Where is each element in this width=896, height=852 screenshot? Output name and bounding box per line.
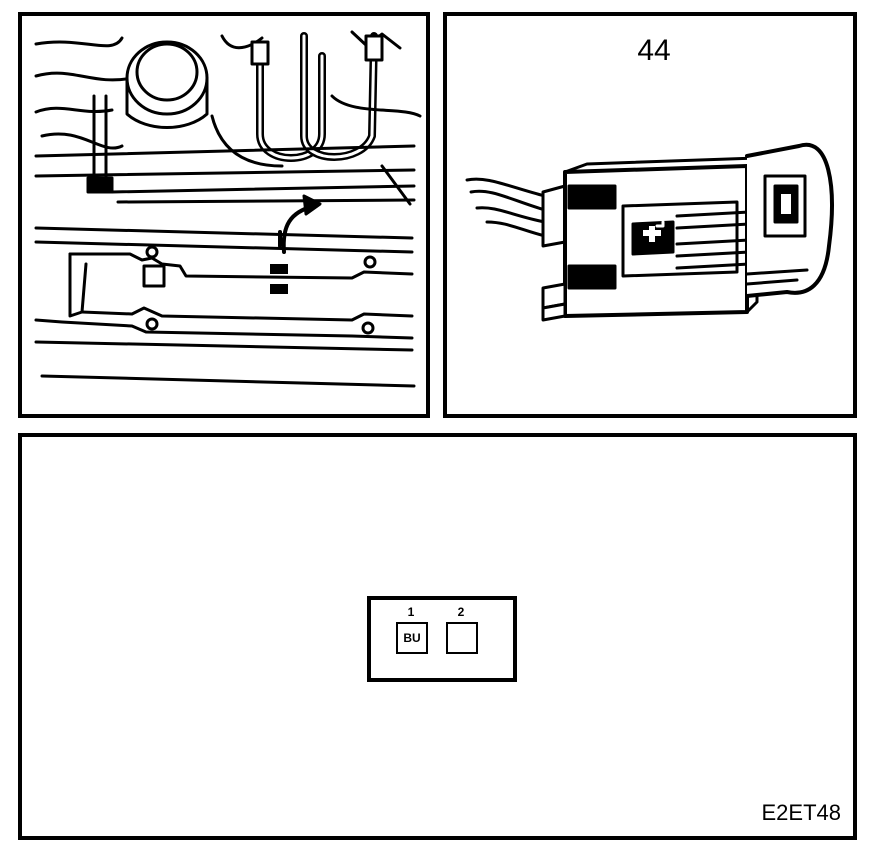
figure-code: E2ET48 <box>761 800 842 825</box>
pin-color-code-1: BU <box>403 631 421 645</box>
pin-cavity-1: BU <box>396 622 428 654</box>
engine-bay-drawing <box>34 30 422 388</box>
connector-pinout-panel: 1 BU 2 E2ET48 <box>18 433 857 840</box>
connector-face: 1 BU 2 <box>367 596 517 682</box>
pin-number-1: 1 <box>407 605 415 619</box>
connector-illustration: 44 <box>443 12 857 418</box>
pin-cavity-2 <box>446 622 478 654</box>
component-number: 44 <box>637 34 671 67</box>
pin-number-2: 2 <box>457 605 465 619</box>
connector-drawing <box>465 142 834 322</box>
engine-bay-illustration <box>18 12 430 418</box>
